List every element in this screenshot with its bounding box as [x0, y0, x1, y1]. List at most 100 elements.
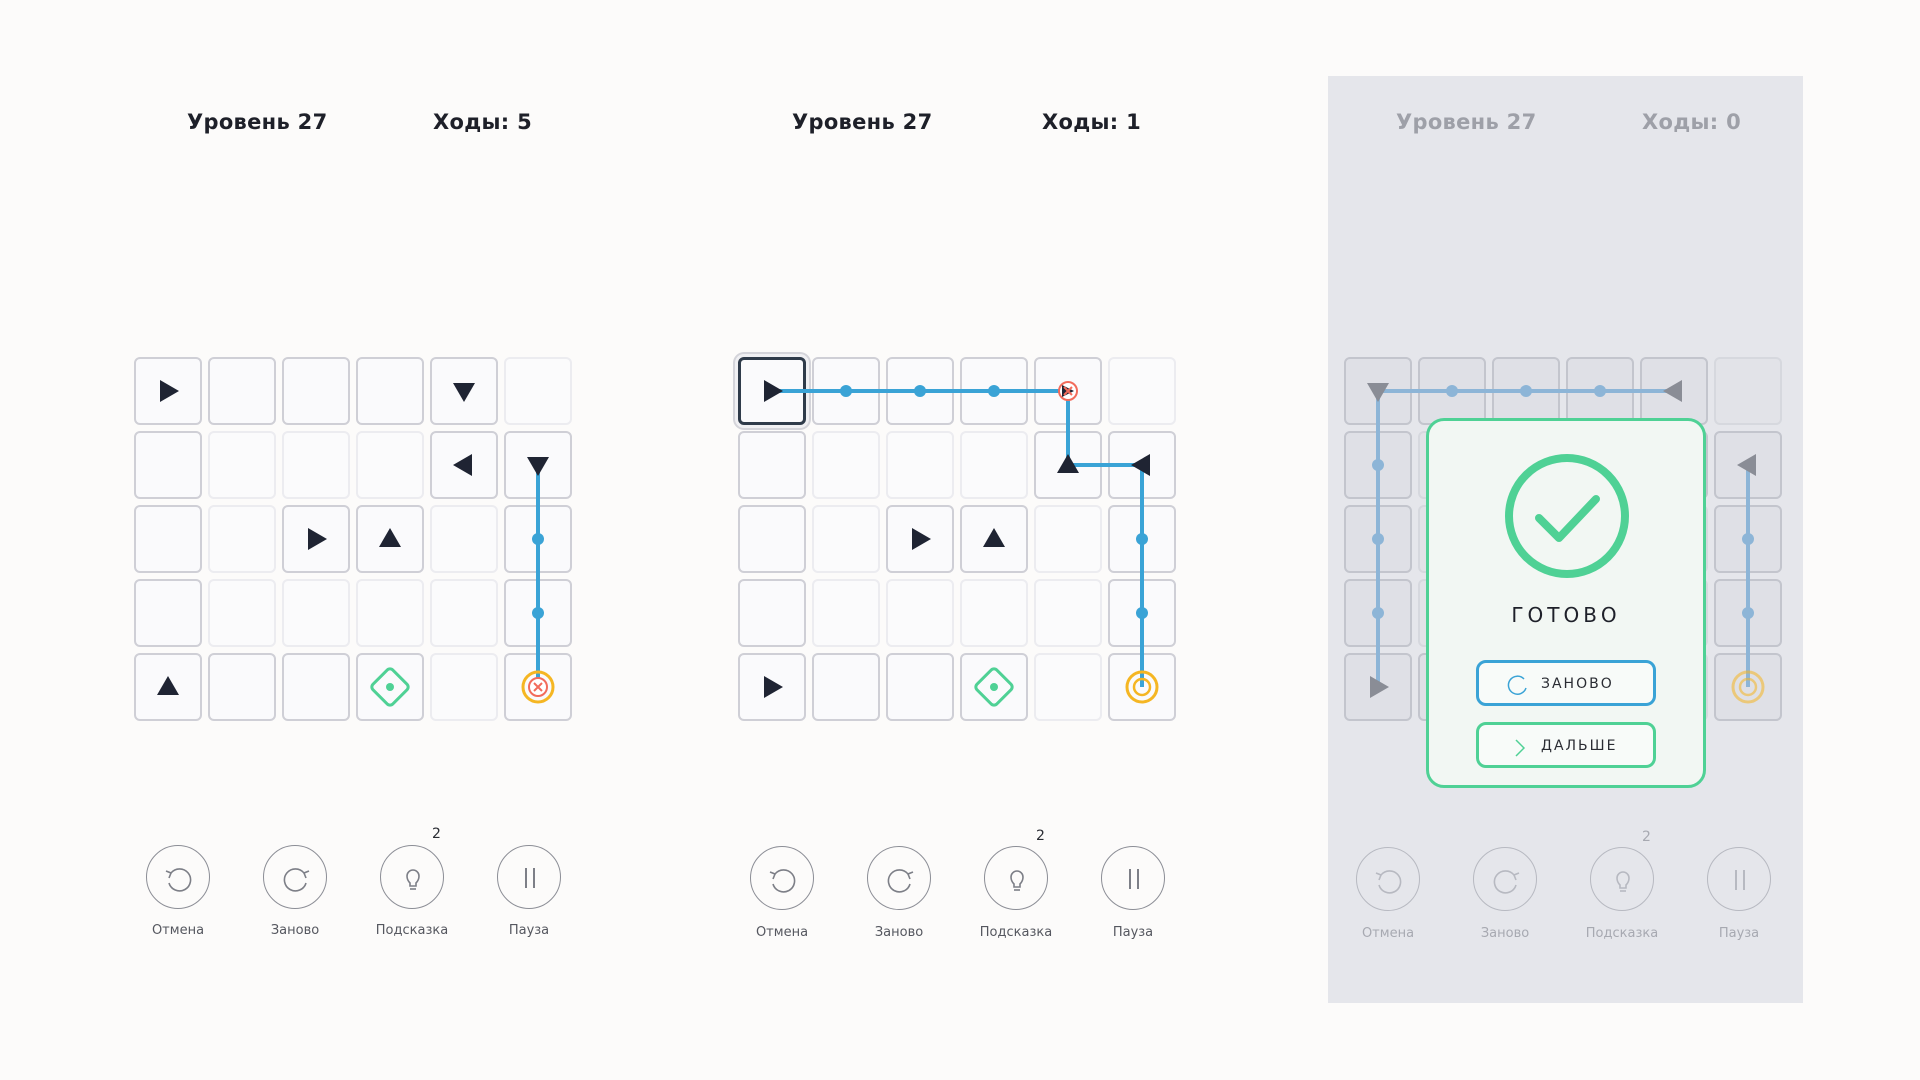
grid-cell[interactable] — [812, 505, 880, 573]
grid-cell[interactable] — [504, 431, 572, 499]
grid-cell[interactable] — [430, 431, 498, 499]
grid-cell[interactable] — [504, 579, 572, 647]
grid-cell[interactable] — [356, 357, 424, 425]
grid-cell[interactable] — [430, 505, 498, 573]
hint-count-badge: 2 — [432, 826, 441, 842]
grid-cell[interactable] — [960, 579, 1028, 647]
grid-cell[interactable] — [282, 357, 350, 425]
modal-next-label: ДАЛЬШЕ — [1541, 738, 1618, 754]
grid-cell[interactable] — [282, 505, 350, 573]
grid-cell[interactable] — [738, 653, 806, 721]
grid-cell[interactable] — [960, 357, 1028, 425]
grid-cell[interactable] — [812, 653, 880, 721]
grid-cell[interactable] — [1108, 653, 1176, 721]
grid-cell[interactable] — [208, 653, 276, 721]
undo-button[interactable] — [146, 845, 210, 909]
grid-cell[interactable] — [356, 505, 424, 573]
grid-cell[interactable] — [1034, 505, 1102, 573]
grid-cell[interactable] — [1034, 357, 1102, 425]
restart-button[interactable] — [263, 845, 327, 909]
grid-cell[interactable] — [356, 431, 424, 499]
grid-cell[interactable] — [1108, 431, 1176, 499]
checkmark-icon — [1505, 454, 1629, 578]
grid-cell[interactable] — [1034, 431, 1102, 499]
grid-cell[interactable] — [886, 579, 954, 647]
hint-button[interactable] — [984, 846, 1048, 910]
grid-cell[interactable] — [1108, 505, 1176, 573]
grid-cell[interactable] — [1344, 505, 1412, 573]
grid-cell[interactable] — [1108, 579, 1176, 647]
grid-cell[interactable] — [356, 653, 424, 721]
grid-cell[interactable] — [1344, 579, 1412, 647]
grid-cell[interactable] — [134, 357, 202, 425]
grid-cell[interactable] — [738, 357, 806, 425]
grid-cell[interactable] — [208, 505, 276, 573]
grid-cell[interactable] — [1344, 357, 1412, 425]
grid-cell[interactable] — [356, 579, 424, 647]
grid-cell[interactable] — [1714, 505, 1782, 573]
hint-button[interactable] — [380, 845, 444, 909]
pause-button[interactable] — [497, 845, 561, 909]
grid-cell[interactable] — [886, 653, 954, 721]
grid-cell[interactable] — [1418, 357, 1486, 425]
grid-cell[interactable] — [208, 357, 276, 425]
grid-cell[interactable] — [430, 653, 498, 721]
hint-button[interactable] — [1590, 847, 1654, 911]
grid-cell[interactable] — [504, 357, 572, 425]
grid-cell[interactable] — [134, 505, 202, 573]
undo-icon — [165, 868, 192, 892]
grid-cell[interactable] — [738, 505, 806, 573]
lightbulb-icon — [1010, 870, 1024, 891]
grid-cell[interactable] — [134, 579, 202, 647]
grid-cell[interactable] — [430, 357, 498, 425]
grid-cell[interactable] — [886, 505, 954, 573]
restart-icon — [887, 869, 914, 893]
grid-cell[interactable] — [1344, 431, 1412, 499]
grid-cell[interactable] — [1714, 357, 1782, 425]
grid-cell[interactable] — [134, 653, 202, 721]
grid-cell[interactable] — [1566, 357, 1634, 425]
grid-cell[interactable] — [1034, 653, 1102, 721]
grid-cell[interactable] — [282, 653, 350, 721]
modal-next-button[interactable]: ДАЛЬШЕ — [1476, 722, 1656, 768]
grid-cell[interactable] — [1640, 357, 1708, 425]
puzzle-board — [134, 357, 578, 727]
grid-cell[interactable] — [1492, 357, 1560, 425]
grid-cell[interactable] — [282, 431, 350, 499]
grid-cell[interactable] — [812, 431, 880, 499]
grid-cell[interactable] — [134, 431, 202, 499]
grid-cell[interactable] — [1108, 357, 1176, 425]
grid-cell[interactable] — [282, 579, 350, 647]
pause-button[interactable] — [1101, 846, 1165, 910]
grid-cell[interactable] — [504, 653, 572, 721]
grid-cell[interactable] — [886, 357, 954, 425]
grid-cell[interactable] — [1714, 431, 1782, 499]
restart-button[interactable] — [867, 846, 931, 910]
grid-cell[interactable] — [960, 505, 1028, 573]
grid-cell[interactable] — [208, 579, 276, 647]
grid-cell[interactable] — [738, 431, 806, 499]
undo-button[interactable] — [1356, 847, 1420, 911]
grid-cell[interactable] — [812, 357, 880, 425]
undo-label: Отмена — [755, 925, 809, 940]
grid-cell[interactable] — [1344, 653, 1412, 721]
grid-cell[interactable] — [1714, 579, 1782, 647]
grid-cell[interactable] — [1034, 579, 1102, 647]
grid-cell[interactable] — [738, 579, 806, 647]
undo-button[interactable] — [750, 846, 814, 910]
restart-button[interactable] — [1473, 847, 1537, 911]
modal-restart-button[interactable]: ЗАНОВО — [1476, 660, 1656, 706]
level-label: Уровень 27 — [1396, 110, 1537, 134]
grid-cell[interactable] — [1714, 653, 1782, 721]
grid-cell[interactable] — [960, 653, 1028, 721]
pause-button[interactable] — [1707, 847, 1771, 911]
grid-cell[interactable] — [812, 579, 880, 647]
lightbulb-icon — [1616, 871, 1630, 892]
restart-label: Заново — [270, 923, 320, 938]
grid-cell[interactable] — [208, 431, 276, 499]
grid-cell[interactable] — [504, 505, 572, 573]
grid-cell[interactable] — [886, 431, 954, 499]
grid-cell[interactable] — [960, 431, 1028, 499]
grid-cell[interactable] — [430, 579, 498, 647]
